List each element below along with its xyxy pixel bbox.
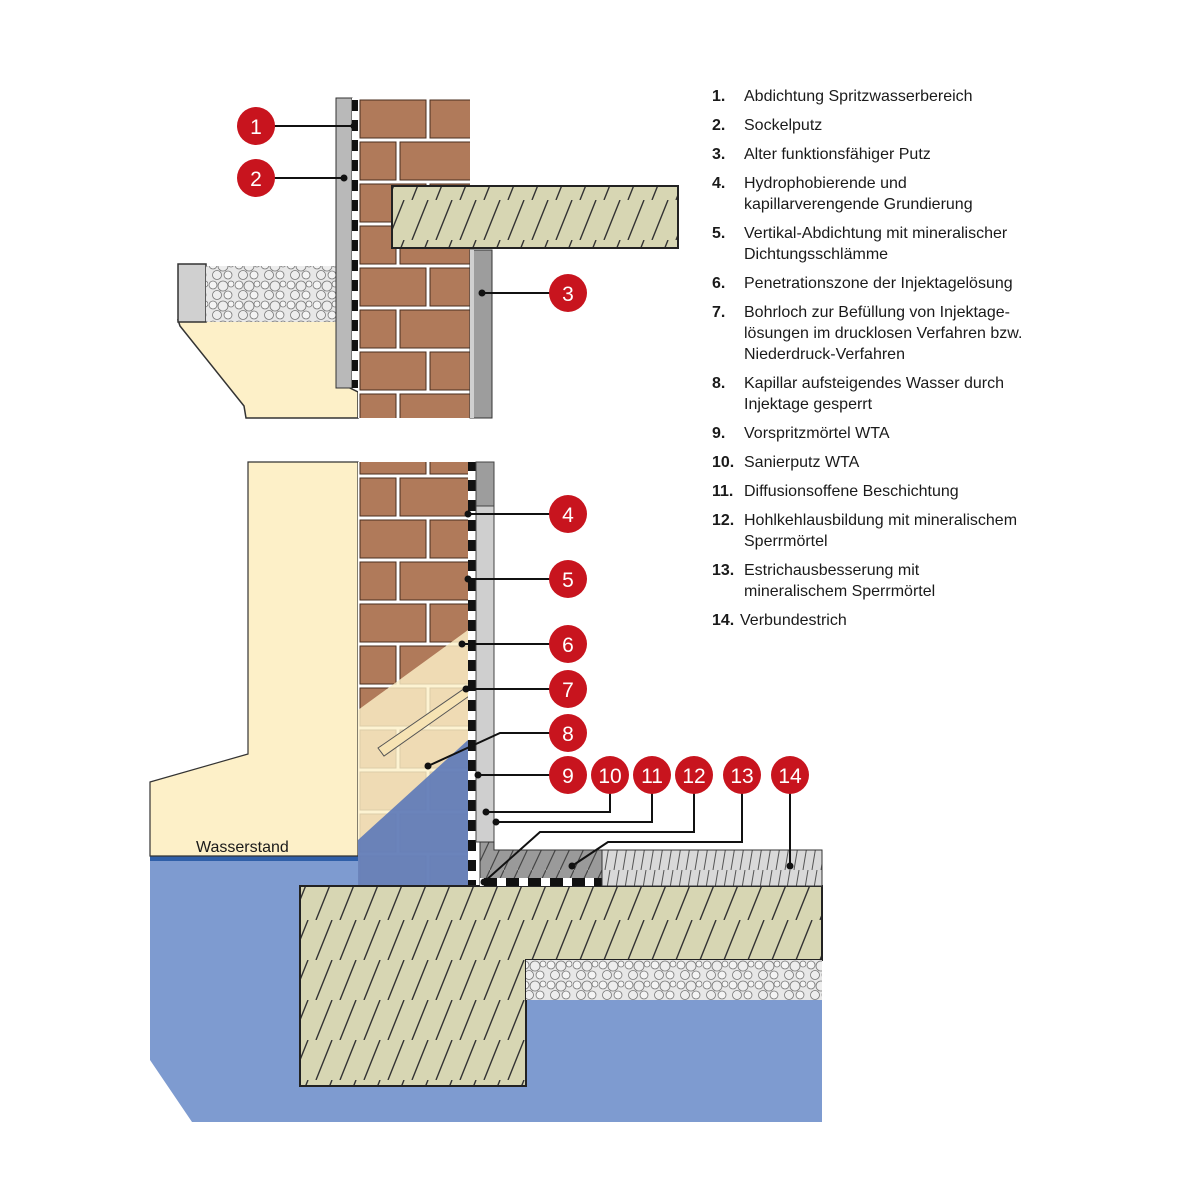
svg-text:1: 1 <box>250 116 262 139</box>
floor-sealing-strip <box>480 878 602 886</box>
composite-screed <box>601 849 823 887</box>
marker-6: 6 <box>549 625 587 663</box>
marker-1: 1 <box>237 107 275 145</box>
legend-number: 1. <box>712 88 726 105</box>
legend-text: Estrichausbesserung mit mineralischem Sp… <box>744 562 936 600</box>
legend-text: Sockelputz <box>744 117 823 134</box>
legend-text: Penetrationszone der Injektagelösung <box>744 275 1013 292</box>
legend-item-4: 4. Hydrophobierende und kapillarverengend… <box>710 173 1044 215</box>
legend-number: 6. <box>712 275 726 292</box>
legend-text: Kapillar aufsteigendes Wasser durch Inje… <box>744 375 1004 413</box>
marker-10: 10 <box>591 756 629 794</box>
drill-hole <box>377 685 468 757</box>
sockel-plaster <box>335 97 353 389</box>
marker-12: 12 <box>675 756 713 794</box>
legend-text: Diffusionsoffene Beschichtung <box>744 483 959 500</box>
legend-text: Alter funktionsfähiger Putz <box>744 146 931 163</box>
legend-text: Vertikal-Abdichtung mit mineralischer Di… <box>744 225 1008 263</box>
legend-number: 11. <box>712 483 734 500</box>
legend-text: Hohlkehlausbildung mit mineralischem Spe… <box>744 512 1018 550</box>
svg-text:13: 13 <box>730 765 753 788</box>
marker-11: 11 <box>633 756 671 794</box>
legend-list: 1. Abdichtung Spritzwasserbereich 2. Socke… <box>710 86 1180 639</box>
marker-3: 3 <box>549 274 587 312</box>
water-level-label: Wasserstand <box>196 839 289 856</box>
marker-9: 9 <box>549 756 587 794</box>
marker-4: 4 <box>549 495 587 533</box>
soil-upper <box>176 319 359 419</box>
water-body <box>150 856 822 1122</box>
svg-text:7: 7 <box>562 679 574 702</box>
legend-item-14: 14. Verbundestrich <box>710 610 1180 631</box>
leader-dots <box>340 122 794 886</box>
legend-item-2: 2. Sockelputz <box>710 115 1180 136</box>
legend-number: 14. <box>712 612 735 629</box>
legend-number: 3. <box>712 146 726 163</box>
legend-text: Bohrloch zur Befüllung von Injektage-lös… <box>744 304 1023 363</box>
legend-text: Vorspritzmörtel WTA <box>744 425 890 442</box>
svg-text:12: 12 <box>682 765 705 788</box>
legend-item-1: 1. Abdichtung Spritzwasserbereich <box>710 86 1180 107</box>
marker-8: 8 <box>549 714 587 752</box>
marker-7: 7 <box>549 670 587 708</box>
legend-number: 9. <box>712 425 726 442</box>
legend-number: 4. <box>712 175 726 192</box>
soil-lower <box>149 461 359 857</box>
svg-text:3: 3 <box>562 283 574 306</box>
legend-item-10: 10. Sanierputz WTA <box>710 452 1180 473</box>
lower-wall-section: Wasserstand <box>149 461 823 1122</box>
legend-item-12: 12. Hohlkehlausbildung mit mineralischem … <box>710 510 1084 552</box>
rising-water-zone <box>358 740 468 886</box>
svg-text:8: 8 <box>562 723 574 746</box>
marker-13: 13 <box>723 756 761 794</box>
legend-number: 5. <box>712 225 726 242</box>
legend-text: Abdichtung Spritzwasserbereich <box>744 88 973 105</box>
marker-14: 14 <box>771 756 809 794</box>
legend-item-8: 8. Kapillar aufsteigendes Wasser durch In… <box>710 373 1064 415</box>
legend-item-9: 9. Vorspritzmörtel WTA <box>710 423 1180 444</box>
svg-text:2: 2 <box>250 168 262 191</box>
legend-item-11: 11. Diffusionsoffene Beschichtung <box>710 481 1180 502</box>
legend-number: 12. <box>712 512 735 529</box>
splash-sealing <box>352 98 359 388</box>
svg-text:9: 9 <box>562 765 574 788</box>
svg-text:10: 10 <box>598 765 621 788</box>
legend-item-13: 13. Estrichausbesserung mit mineralischem… <box>710 560 1004 602</box>
upper-wall-section <box>176 97 679 419</box>
svg-text:14: 14 <box>778 765 802 788</box>
svg-text:6: 6 <box>562 634 574 657</box>
legend-number: 2. <box>712 117 726 134</box>
gravel-upper <box>206 266 336 322</box>
marker-5: 5 <box>549 560 587 598</box>
legend-number: 8. <box>712 375 726 392</box>
brick-wall-upper <box>358 98 470 418</box>
legend-number: 13. <box>712 562 735 579</box>
legend-text: Hydrophobierende und kapillarverengende … <box>744 175 973 213</box>
svg-text:5: 5 <box>562 569 574 592</box>
renovation-plaster <box>475 461 495 843</box>
svg-text:11: 11 <box>641 765 663 788</box>
legend-item-6: 6. Penetrationszone der Injektagelösung <box>710 273 1180 294</box>
gravel-lower <box>526 960 822 1000</box>
legend-item-3: 3. Alter funktionsfähiger Putz <box>710 144 1180 165</box>
legend-text: Verbundestrich <box>740 612 847 629</box>
marker-2: 2 <box>237 159 275 197</box>
vertical-sealing <box>468 462 476 886</box>
legend-text: Sanierputz WTA <box>744 454 860 471</box>
kerb-stone <box>177 263 207 323</box>
svg-text:4: 4 <box>562 504 574 527</box>
floor-slab <box>391 185 679 249</box>
legend-number: 10. <box>712 454 735 471</box>
legend-item-5: 5. Vertikal-Abdichtung mit mineralischer … <box>710 223 1044 265</box>
legend-number: 7. <box>712 304 726 321</box>
legend-item-7: 7. Bohrloch zur Befüllung von Injektage-l… <box>710 302 1054 365</box>
